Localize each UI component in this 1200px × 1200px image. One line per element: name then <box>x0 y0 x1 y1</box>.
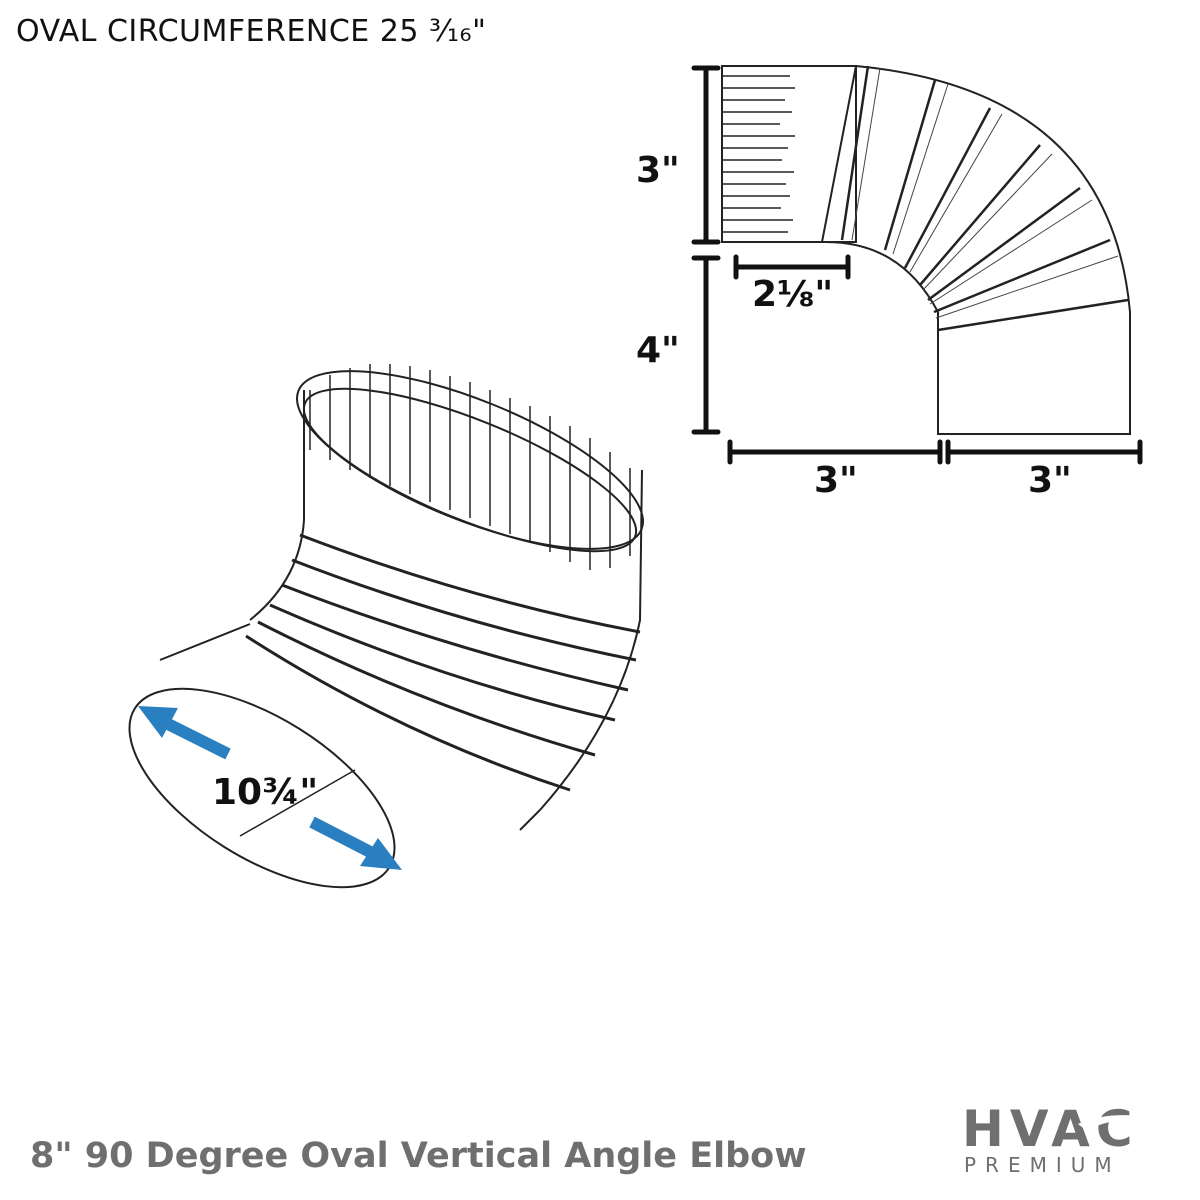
bottom-oval-centerline <box>239 769 356 837</box>
logo-subtitle: PREMIUM <box>964 1153 1121 1177</box>
elbow-side-view <box>721 65 1131 435</box>
crimp-lines <box>722 75 795 233</box>
dim-lower-height: 4" <box>636 330 680 371</box>
bottom-oval-top-edge <box>159 623 251 661</box>
oval-width-arrow <box>138 706 402 870</box>
logo-wordmark: HVAC <box>962 1100 1139 1158</box>
corrugation-ridges <box>245 533 641 792</box>
elbow-3d-view <box>128 364 644 889</box>
dim-oval-width: 10¾" <box>212 772 318 813</box>
hvac-premium-logo: HVAC PREMIUM <box>962 1100 1158 1177</box>
gore-highlight-lines <box>851 67 1119 319</box>
dim-bottom-right-width: 3" <box>1028 460 1072 501</box>
dimension-lines <box>691 65 1143 465</box>
elbow-seam <box>821 65 857 243</box>
dim-bottom-left-width: 3" <box>814 460 858 501</box>
logo-swoosh-icon <box>1078 1115 1158 1130</box>
crimped-collar-outline <box>721 65 857 243</box>
elbow-body-outline <box>821 65 1131 435</box>
gore-segment-lines <box>840 65 1129 332</box>
dim-inner-width: 2⅛" <box>752 274 833 315</box>
product-title: 8" 90 Degree Oval Vertical Angle Elbow <box>30 1136 807 1176</box>
body-right-edge <box>519 469 643 831</box>
dim-top-height: 3" <box>636 150 680 191</box>
body-left-edge <box>249 390 305 621</box>
collar-crimp-ticks <box>309 364 631 570</box>
oval-circumference-label: OVAL CIRCUMFERENCE 25 ³⁄₁₆" <box>16 14 487 49</box>
